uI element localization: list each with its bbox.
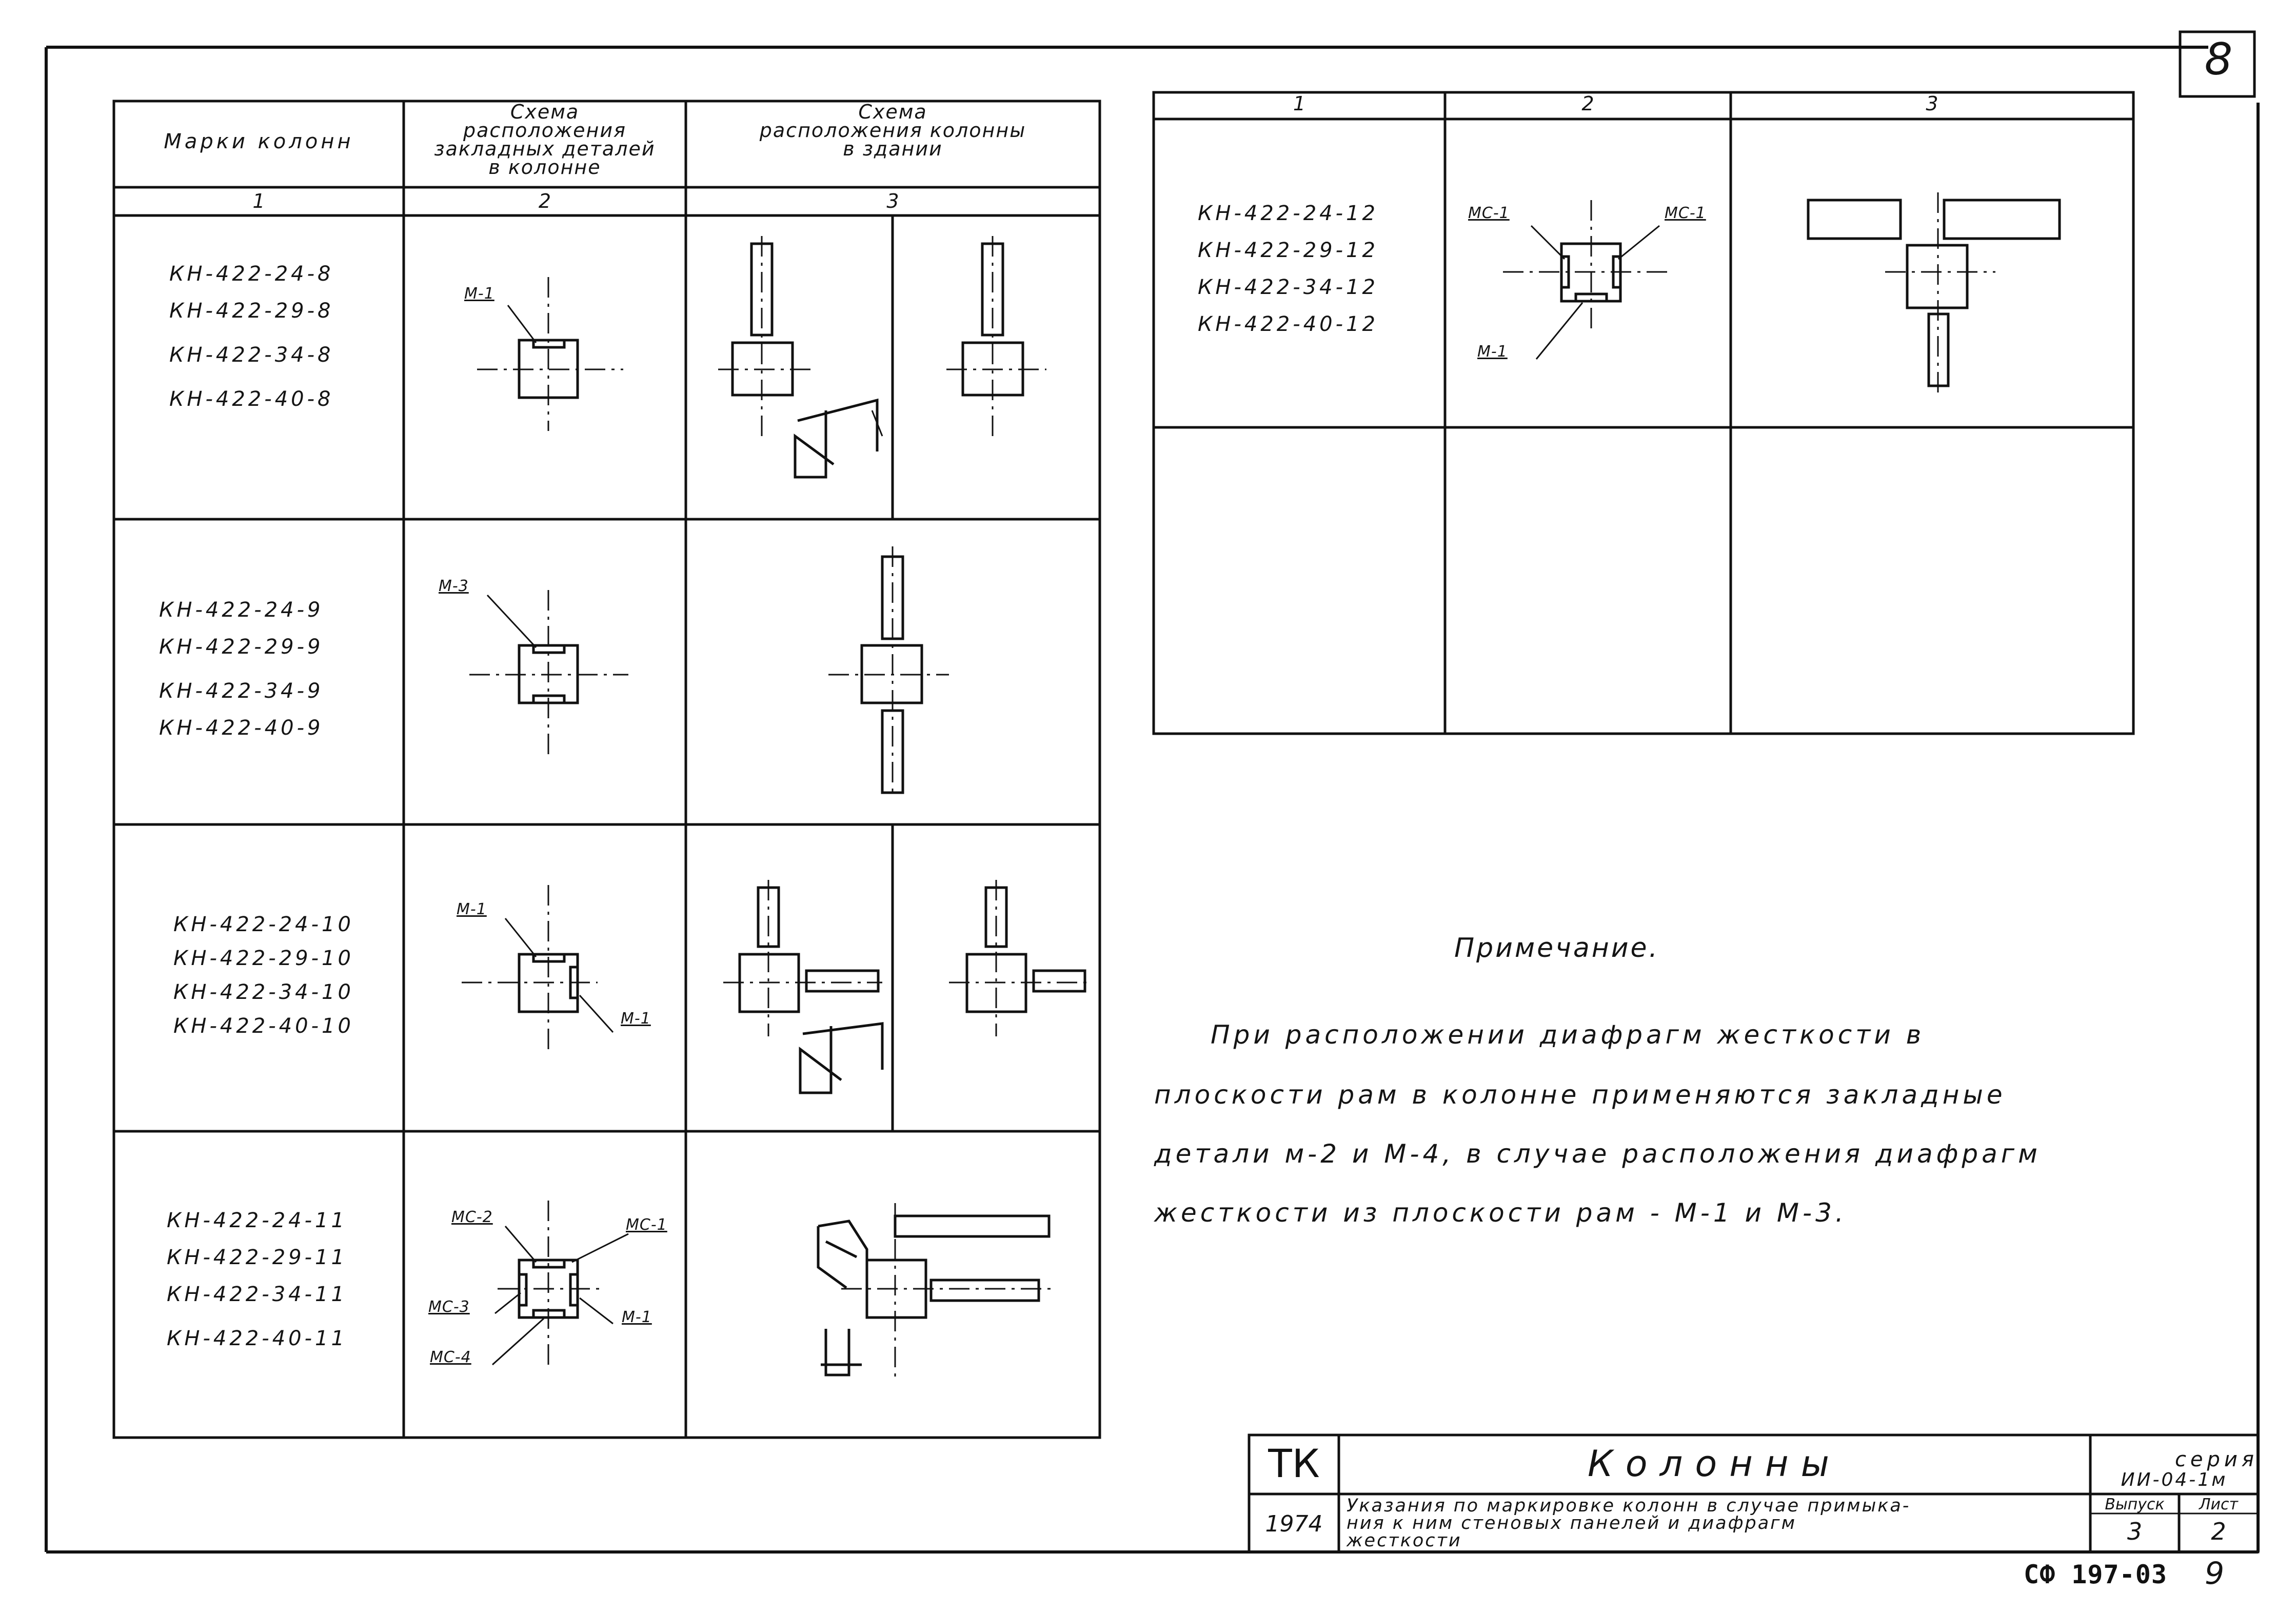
- column-mark: КН-422-24-11: [167, 1209, 347, 1232]
- column-mark: КН-422-24-12: [1198, 202, 1378, 225]
- title-block-year: 1974: [1265, 1511, 1323, 1537]
- column-mark: КН-422-29-10: [173, 947, 354, 970]
- detail-label: МС-1: [626, 1216, 667, 1234]
- description-line: Указания по маркировке колонн в случае п…: [1347, 1496, 1911, 1516]
- header-line: закладных деталей: [434, 137, 656, 160]
- header-line: Схема: [858, 101, 927, 123]
- column-number-3: 3: [886, 190, 899, 212]
- sheet-corner-number: 8: [2204, 34, 2233, 85]
- detail-label: М-1: [621, 1010, 651, 1028]
- header-column-building-scheme: Схема расположения колонны в здании: [686, 101, 1100, 160]
- header-column-marks-text: Марки колонн: [164, 130, 354, 153]
- column-mark: КН-422-24-8: [169, 262, 334, 286]
- detail-label: М-1: [1477, 343, 1508, 361]
- note-line: детали м-2 и М-4, в случае расположения …: [1154, 1139, 2041, 1169]
- column-marks-row-4: КН-422-24-11 КН-422-29-11 КН-422-34-11 К…: [167, 1201, 347, 1355]
- column-mark: КН-422-24-10: [173, 913, 354, 936]
- title-block-description: Указания по маркировке колонн в случае п…: [1347, 1496, 1911, 1551]
- column-marks-row-2: КН-422-24-9 КН-422-29-9 КН-422-34-9 КН-4…: [159, 590, 323, 745]
- archive-stamp-page: 9: [2205, 1556, 2225, 1591]
- column-mark: КН-422-34-10: [173, 980, 354, 1004]
- column-mark: КН-422-40-12: [1198, 312, 1378, 336]
- title-block-title: Колонны: [1588, 1443, 1842, 1485]
- column-mark: КН-422-40-11: [167, 1327, 347, 1350]
- detail-label: МС-4: [430, 1348, 471, 1366]
- detail-label: МС-1: [1665, 204, 1706, 222]
- title-block-issue-value: 3: [2127, 1518, 2143, 1545]
- column-marks-right: КН-422-24-12 КН-422-29-12 КН-422-34-12 К…: [1198, 195, 1378, 343]
- detail-label: МС-2: [451, 1208, 493, 1226]
- column-mark: КН-422-40-10: [173, 1014, 354, 1038]
- column-marks-row-1: КН-422-24-8 КН-422-29-8 КН-422-34-8 КН-4…: [169, 254, 333, 416]
- header-column-embedded-scheme: Схема расположения закладных деталей в к…: [404, 101, 686, 179]
- note-title: Примечание.: [1454, 933, 1660, 964]
- column-mark: КН-422-29-9: [159, 635, 324, 659]
- title-block-org: ТК: [1268, 1441, 1320, 1486]
- column-mark: КН-422-29-12: [1198, 239, 1378, 262]
- note-line: При расположении диафрагм жесткости в: [1211, 1020, 1925, 1050]
- note-line: плоскости рам в колонне применяются закл…: [1154, 1080, 2006, 1110]
- column-mark: КН-422-34-12: [1198, 276, 1378, 299]
- column-number-1: 1: [252, 190, 265, 212]
- column-mark: КН-422-34-8: [169, 343, 334, 367]
- archive-stamp: СФ 197-03: [2024, 1560, 2167, 1589]
- detail-label: МС-3: [428, 1298, 470, 1316]
- column-mark: КН-422-24-9: [159, 598, 324, 622]
- detail-label: М-3: [439, 577, 469, 595]
- detail-label: М-1: [457, 900, 487, 918]
- header-column-marks: Марки колонн: [114, 130, 404, 153]
- right-column-number-1: 1: [1293, 92, 1306, 115]
- header-line: в колонне: [488, 156, 601, 179]
- description-line: ния к ним стеновых панелей и диафрагм: [1347, 1513, 1796, 1534]
- right-column-number-2: 2: [1581, 92, 1594, 115]
- header-line: расположения колонны: [759, 119, 1026, 142]
- column-number-2: 2: [538, 190, 551, 212]
- column-mark: КН-422-40-9: [159, 716, 324, 740]
- column-mark: КН-422-29-8: [169, 299, 334, 323]
- column-mark: КН-422-34-11: [167, 1283, 347, 1306]
- title-block-sheet-label: Лист: [2199, 1496, 2239, 1513]
- detail-label: М-1: [464, 285, 494, 303]
- column-marks-row-3: КН-422-24-10 КН-422-29-10 КН-422-34-10 К…: [173, 908, 354, 1044]
- detail-label: М-1: [622, 1308, 652, 1326]
- column-mark: КН-422-29-11: [167, 1246, 347, 1269]
- title-block-sheet-value: 2: [2211, 1518, 2226, 1545]
- header-line: Схема: [510, 101, 580, 123]
- header-line: в здании: [843, 137, 943, 160]
- note-line: жесткости из плоскости рам - М-1 и М-3.: [1154, 1198, 1847, 1228]
- title-block-series-label: серия: [2174, 1448, 2258, 1471]
- description-line: жесткости: [1347, 1530, 1462, 1551]
- title-block-issue-label: Выпуск: [2105, 1496, 2165, 1513]
- column-mark: КН-422-34-9: [159, 679, 324, 703]
- right-column-number-3: 3: [1926, 92, 1938, 115]
- title-block-series-value: ИИ-04-1м: [2121, 1469, 2228, 1490]
- detail-label: МС-1: [1468, 204, 1510, 222]
- column-mark: КН-422-40-8: [169, 387, 334, 411]
- header-line: расположения: [463, 119, 626, 142]
